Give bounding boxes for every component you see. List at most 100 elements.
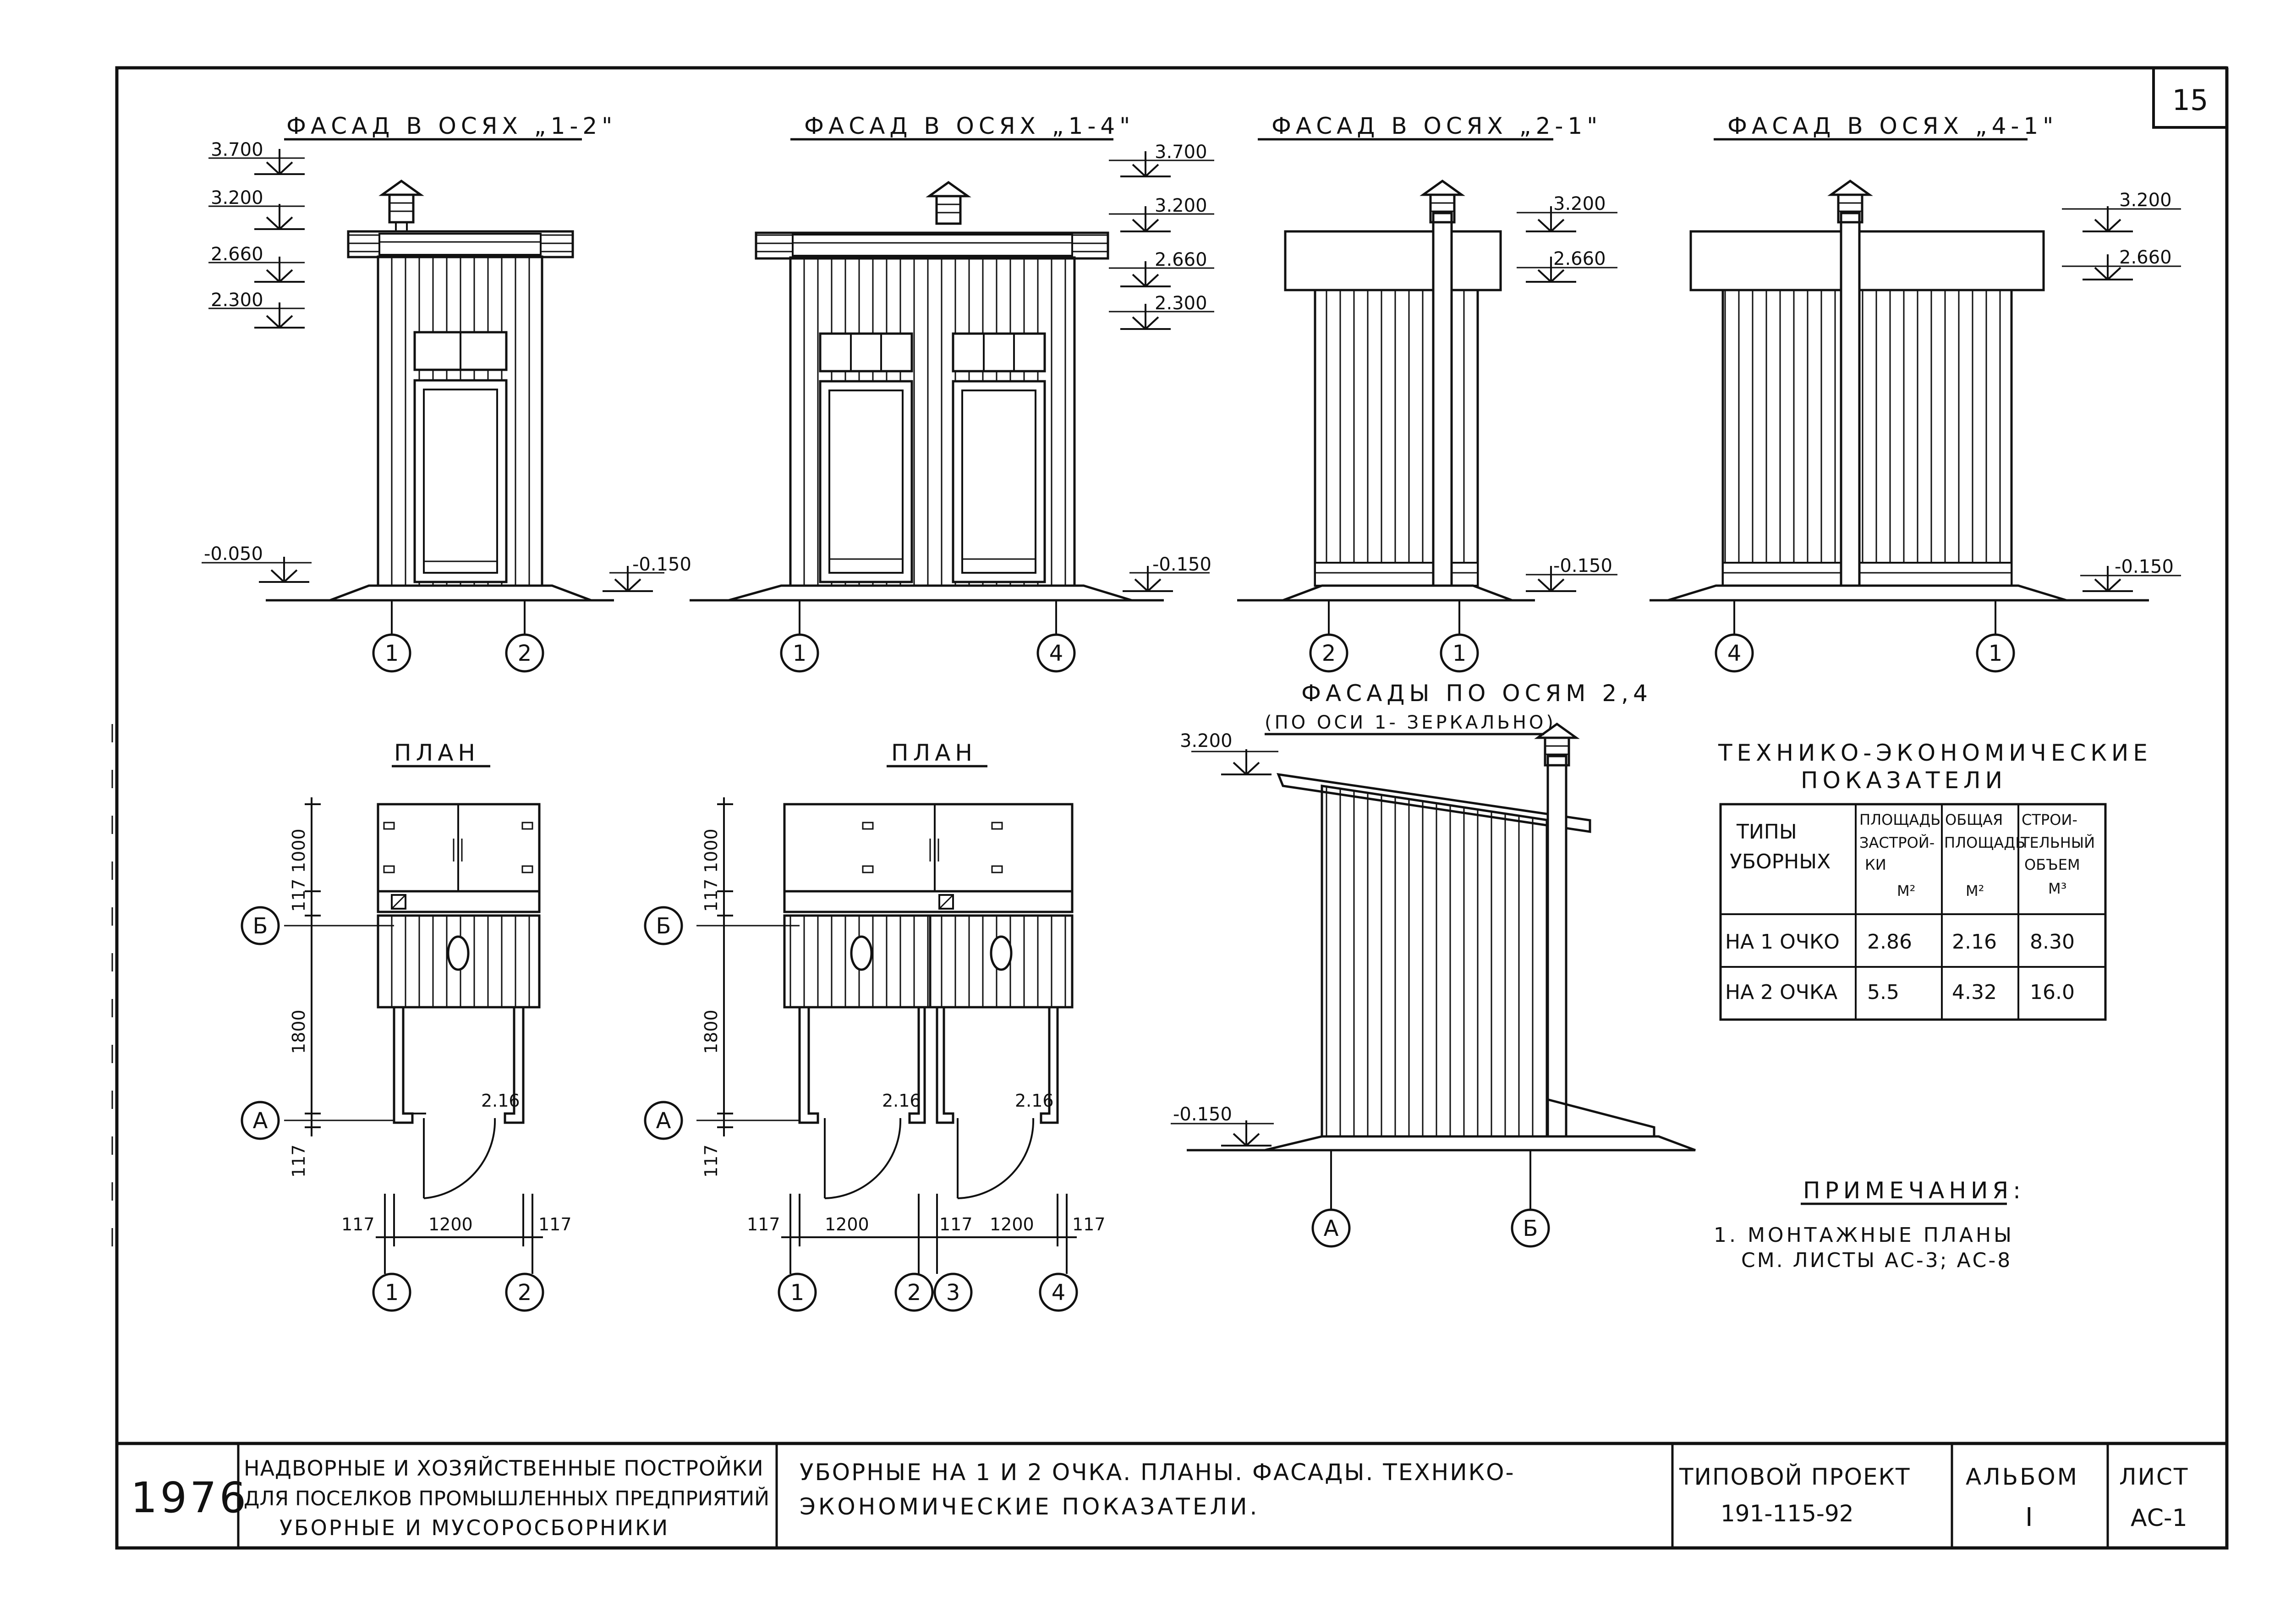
tep-h4b: ТЕЛЬНЫЙ [2020,834,2095,851]
svg-text:1: 1 [793,641,807,666]
plan-double-title: ПЛАН [891,740,977,766]
sheet-number: 15 [2172,83,2209,117]
axis-marker: А [644,1101,683,1140]
svg-text:1800: 1800 [701,1010,721,1054]
tep-table: ТЕХНИКО-ЭКОНОМИЧЕСКИЕ ПОКАЗАТЕЛИ ТИПЫ УБ… [1718,740,2148,1021]
tep-h3c: М² [1966,882,1984,900]
svg-text:1200: 1200 [428,1214,473,1234]
svg-text:2: 2 [1322,641,1336,666]
notes: ПРИМЕЧАНИЯ: 1. МОНТАЖНЫЕ ПЛАНЫ СМ. ЛИСТЫ… [1714,1177,2021,1272]
tep-h1a: ТИПЫ [1736,820,1797,844]
svg-text:4: 4 [1727,641,1742,666]
svg-text:117: 117 [341,1214,375,1234]
facade-2-1: ФАСАД В ОСЯХ „2-1" 3.200 2.660 -0.150 2 … [1237,113,1617,673]
svg-text:Б: Б [656,913,671,939]
svg-text:-0.150: -0.150 [1173,1104,1232,1125]
svg-text:1800: 1800 [289,1010,309,1054]
axis-marker: 1 [372,1273,411,1312]
table-row: НА 1 ОЧКО 2.86 2.16 8.30 [1725,930,2075,954]
svg-text:3: 3 [946,1280,960,1306]
axis-marker: Б [644,906,683,945]
svg-text:-0.150: -0.150 [1152,554,1211,575]
svg-text:-0.150: -0.150 [632,554,691,575]
tb-desc-2: ЭКОНОМИЧЕСКИЕ ПОКАЗАТЕЛИ. [800,1493,1260,1520]
tep-h2d: М² [1897,882,1915,900]
tb-album-no: I [2025,1503,2033,1532]
svg-text:2.16: 2.16 [1952,930,1997,954]
axis-marker: Б [241,906,280,945]
tep-h4a: СТРОИ- [2022,811,2077,828]
svg-text:1: 1 [385,1280,399,1306]
svg-text:4.32: 4.32 [1952,981,1997,1004]
tb-project-label: ТИПОВОЙ ПРОЕКТ [1679,1463,1911,1490]
facade-2-1-title: ФАСАД В ОСЯХ „2-1" [1272,113,1602,139]
table-row: НА 2 ОЧКА 5.5 4.32 16.0 [1725,981,2075,1004]
svg-text:16.0: 16.0 [2030,981,2075,1004]
axis-marker: 3 [933,1273,973,1312]
facade-1-2: ФАСАД В ОСЯХ „1-2" 3.700 3.200 2.660 2.3… [202,113,691,673]
tep-h4c: ОБЪЕМ [2024,856,2080,873]
tb-album-label: АЛЬБОМ [1966,1464,2079,1490]
tep-h2c: КИ [1865,856,1886,873]
axis-marker: 1 [1976,633,2015,673]
svg-text:3.200: 3.200 [1180,730,1233,752]
tb-sheet-no: АС-1 [2131,1504,2187,1532]
svg-text:3.700: 3.700 [211,139,263,160]
tb-year: 1976 [131,1473,249,1522]
facade-1-4: ФАСАД В ОСЯХ „1-4" 3.700 3.200 2.660 2.3… [690,113,1214,673]
svg-text:1200: 1200 [825,1214,869,1234]
svg-text:117: 117 [701,1144,721,1178]
tep-subtitle: ПОКАЗАТЕЛИ [1801,767,2007,794]
axis-marker: 1 [1440,633,1479,673]
facade-4-1: ФАСАД В ОСЯХ „4-1" 3.200 2.660 -0.150 4 … [1650,113,2181,673]
facade-1-4-title: ФАСАД В ОСЯХ „1-4" [804,113,1135,139]
facade-1-2-title: ФАСАД В ОСЯХ „1-2" [286,113,617,139]
sheet-frame: 15 [111,66,2229,1550]
svg-text:4: 4 [1052,1280,1066,1306]
axis-marker: 1 [780,633,819,673]
svg-text:2.86: 2.86 [1867,930,1912,954]
notes-line-1: 1. МОНТАЖНЫЕ ПЛАНЫ [1714,1223,2014,1247]
title-block: 1976 НАДВОРНЫЕ И ХОЗЯЙСТВЕННЫЕ ПОСТРОЙКИ… [117,1442,2227,1548]
tb-org-2: ДЛЯ ПОСЕЛКОВ ПРОМЫШЛЕННЫХ ПРЕДПРИЯТИЙ [244,1486,769,1510]
svg-text:2.16: 2.16 [481,1091,520,1111]
facade-side-title: ФАСАДЫ ПО ОСЯМ 2,4 [1301,680,1652,707]
svg-text:1000: 1000 [289,828,309,873]
axis-marker: 1 [372,633,411,673]
svg-text:117: 117 [747,1214,780,1234]
svg-text:3.200: 3.200 [1553,193,1606,214]
axis-marker: 4 [1715,633,1754,673]
svg-text:2.660: 2.660 [1155,249,1207,270]
sheet-number-box [2152,66,2228,129]
svg-text:4: 4 [1049,641,1063,666]
axis-marker: А [1311,1208,1351,1248]
svg-text:117: 117 [289,1144,309,1178]
axis-marker: Б [1511,1208,1550,1248]
svg-text:5.5: 5.5 [1867,981,1899,1004]
axis-marker: А [241,1101,280,1140]
svg-text:2.660: 2.660 [2119,247,2172,268]
svg-text:1200: 1200 [990,1214,1034,1234]
svg-text:3.200: 3.200 [1155,195,1207,216]
axis-marker: 2 [505,633,544,673]
svg-text:117: 117 [939,1214,973,1234]
svg-text:2.16: 2.16 [882,1091,921,1111]
svg-text:2.660: 2.660 [211,244,263,265]
tep-h4d: М³ [2048,880,2066,897]
tep-h3b: ПЛОЩАДЬ [1944,834,2025,851]
svg-text:3.700: 3.700 [1155,142,1207,163]
tb-desc-1: УБОРНЫЕ НА 1 И 2 ОЧКА. ПЛАНЫ. ФАСАДЫ. ТЕ… [800,1459,1515,1486]
svg-text:3.200: 3.200 [2119,190,2172,211]
svg-text:2.16: 2.16 [1015,1091,1054,1111]
axis-marker: 4 [1036,633,1076,673]
svg-text:1: 1 [385,641,399,666]
axis-marker: 2 [505,1273,544,1312]
svg-text:1: 1 [1989,641,2003,666]
svg-text:1: 1 [790,1280,805,1306]
svg-text:117: 117 [1072,1214,1106,1234]
svg-text:-0.150: -0.150 [2115,556,2174,577]
notes-line-2: СМ. ЛИСТЫ АС-3; АС-8 [1741,1249,2012,1272]
svg-text:Б: Б [253,913,268,939]
svg-text:2: 2 [518,1280,532,1306]
